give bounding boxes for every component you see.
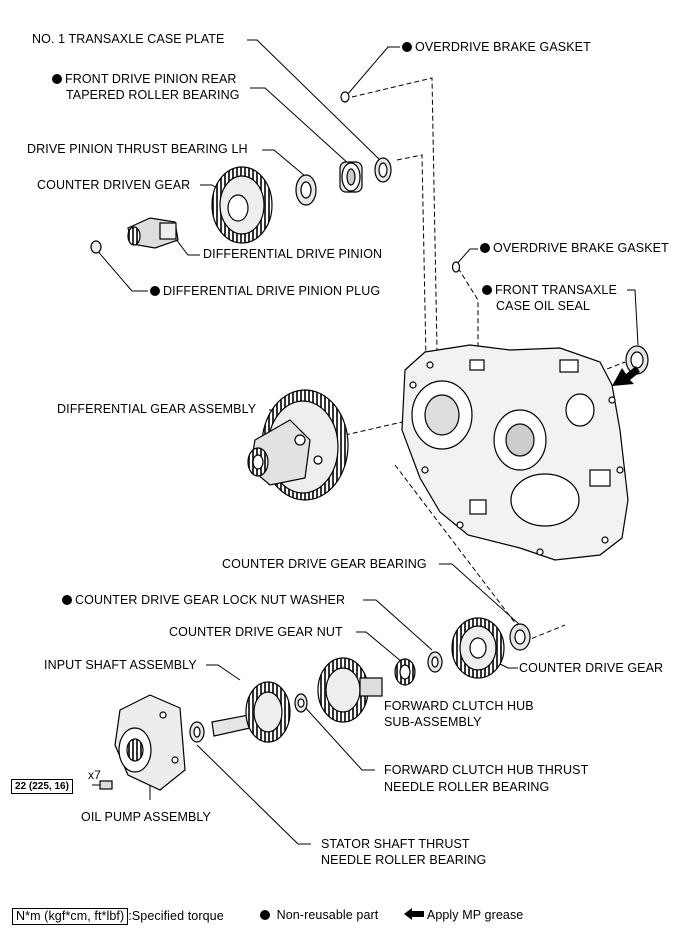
label-text: DIFFERENTIAL DRIVE PINION PLUG: [163, 284, 381, 298]
label-diff-drive-pinion: DIFFERENTIAL DRIVE PINION: [203, 247, 383, 261]
label-front-oil-seal-line2: CASE OIL SEAL: [496, 299, 590, 313]
label-oil-pump: OIL PUMP ASSEMBLY: [81, 810, 211, 824]
label-pinion-thrust-lh: DRIVE PINION THRUST BEARING LH: [27, 142, 248, 156]
non-reusable-dot-icon: [480, 243, 490, 253]
non-reusable-dot-icon: [402, 42, 412, 52]
label-front-oil-seal: FRONT TRANSAXLE: [482, 283, 617, 298]
differential-gear-assembly: [247, 389, 349, 501]
non-reusable-dot-icon: [62, 595, 72, 605]
label-overdrive-gasket-top: OVERDRIVE BRAKE GASKET: [402, 40, 591, 55]
label-bolt-count: x7: [88, 768, 101, 782]
label-no1-case-plate: NO. 1 TRANSAXLE CASE PLATE: [32, 32, 225, 46]
label-text: COUNTER DRIVE GEAR LOCK NUT WASHER: [75, 593, 346, 607]
legend-non-reusable: Non-reusable part: [260, 908, 378, 923]
grease-arrow-icon: [404, 908, 424, 920]
non-reusable-dot-icon: [260, 910, 270, 920]
label-counter-drive-gear-bearing: COUNTER DRIVE GEAR BEARING: [222, 557, 427, 571]
label-counter-drive-gear: COUNTER DRIVE GEAR: [519, 661, 664, 675]
label-fwd-clutch-hub-line2: SUB-ASSEMBLY: [384, 715, 482, 729]
label-stator-thrust: STATOR SHAFT THRUST: [321, 837, 470, 851]
top-parts: [90, 91, 461, 273]
label-text: OVERDRIVE BRAKE GASKET: [493, 241, 669, 255]
label-text: OVERDRIVE BRAKE GASKET: [415, 40, 591, 54]
label-line-1: FRONT DRIVE PINION REAR: [65, 72, 237, 86]
label-input-shaft: INPUT SHAFT ASSEMBLY: [44, 658, 197, 672]
legend-non-reusable-text: Non-reusable part: [276, 908, 379, 922]
label-fwd-clutch-hub: FORWARD CLUTCH HUB: [384, 699, 534, 713]
label-fwd-thrust-bearing-line2: NEEDLE ROLLER BEARING: [384, 780, 550, 794]
label-stator-thrust-line2: NEEDLE ROLLER BEARING: [321, 853, 487, 867]
label-lock-nut-washer: COUNTER DRIVE GEAR LOCK NUT WASHER: [62, 593, 345, 608]
front-case-oil-seal: [625, 345, 649, 375]
label-front-pinion-bearing: FRONT DRIVE PINION REAR: [52, 72, 237, 87]
label-front-pinion-bearing-line2: TAPERED ROLLER BEARING: [66, 88, 240, 102]
label-diff-pinion-plug: DIFFERENTIAL DRIVE PINION PLUG: [150, 284, 380, 299]
label-line-1: FRONT TRANSAXLE: [495, 283, 617, 297]
legend-grease-text: Apply MP grease: [426, 908, 524, 922]
label-fwd-thrust-bearing: FORWARD CLUTCH HUB THRUST: [384, 763, 589, 777]
non-reusable-dot-icon: [150, 286, 160, 296]
label-counter-driven-gear: COUNTER DRIVEN GEAR: [37, 178, 191, 192]
label-counter-drive-gear-nut: COUNTER DRIVE GEAR NUT: [169, 625, 343, 639]
label-overdrive-gasket-mid: OVERDRIVE BRAKE GASKET: [480, 241, 669, 256]
transaxle-case: [401, 344, 629, 561]
grease-arrow-icon: [612, 366, 640, 386]
legend-torque-box: N*m (kgf*cm, ft*lbf): [12, 908, 129, 925]
non-reusable-dot-icon: [482, 285, 492, 295]
legend-torque: N*m (kgf*cm, ft*lbf):Specified torque: [12, 908, 224, 925]
bottom-parts: [99, 617, 531, 791]
torque-spec-box: 22 (225, 16): [11, 779, 73, 794]
label-diff-gear-assembly: DIFFERENTIAL GEAR ASSEMBLY: [57, 402, 257, 416]
legend-grease: Apply MP grease: [404, 908, 523, 923]
legend-torque-desc: :Specified torque: [128, 909, 224, 923]
non-reusable-dot-icon: [52, 74, 62, 84]
